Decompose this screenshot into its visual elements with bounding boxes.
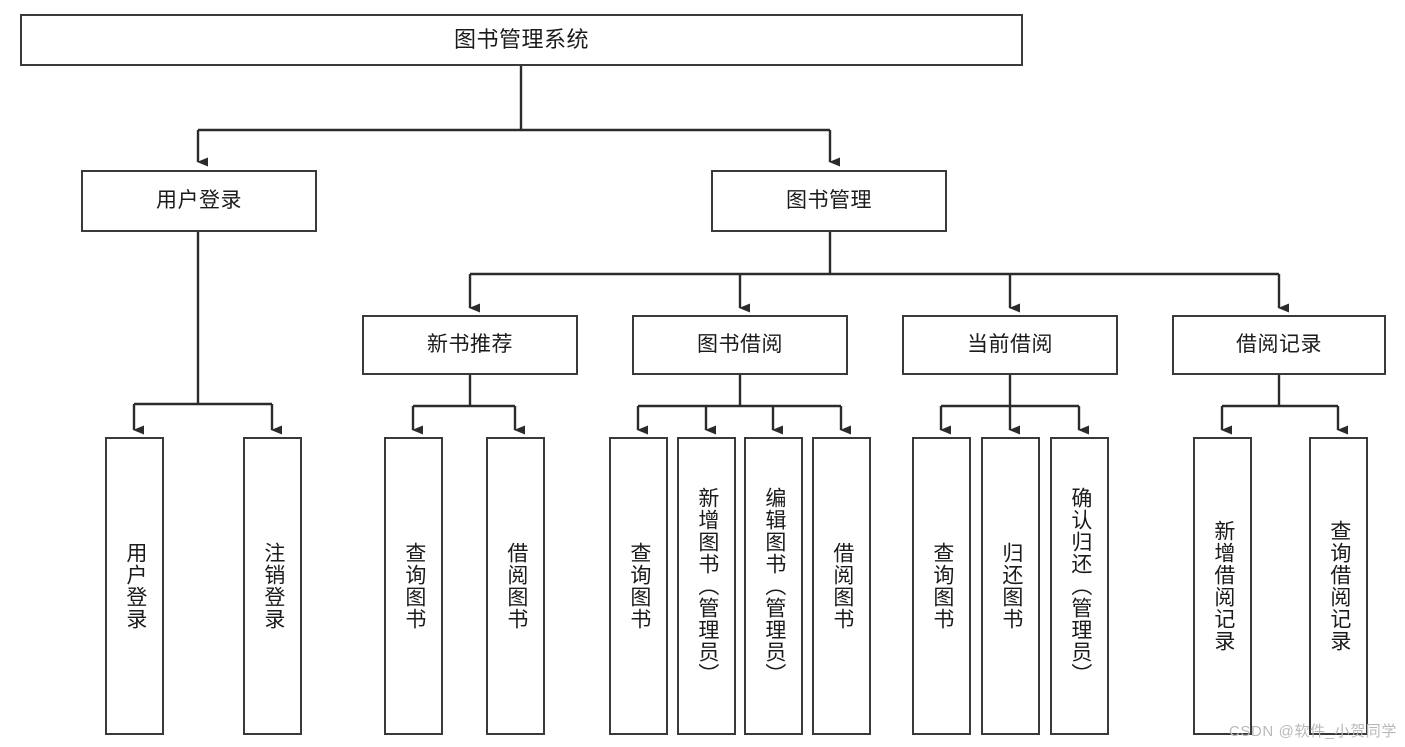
node-label: 新增借阅记录: [1211, 520, 1235, 652]
node-label: 用户登录: [123, 542, 147, 630]
node-label: 编辑图书（管理员）: [762, 487, 786, 685]
leaf-user-login[interactable]: 用户登录: [105, 437, 164, 735]
node-user-login[interactable]: 用户登录: [81, 170, 317, 232]
node-current-borrow[interactable]: 当前借阅: [902, 315, 1118, 375]
node-label: 图书借阅: [697, 333, 783, 357]
node-label: 借阅图书: [830, 542, 854, 630]
node-label: 查询图书: [930, 542, 954, 630]
leaf-query-book-borrow[interactable]: 查询图书: [609, 437, 668, 735]
leaf-query-borrow-record[interactable]: 查询借阅记录: [1309, 437, 1368, 735]
leaf-query-book-current[interactable]: 查询图书: [912, 437, 971, 735]
node-label: 新书推荐: [427, 333, 513, 357]
leaf-logout[interactable]: 注销登录: [243, 437, 302, 735]
leaf-return-book[interactable]: 归还图书: [981, 437, 1040, 735]
node-book-management[interactable]: 图书管理: [711, 170, 947, 232]
node-label: 归还图书: [999, 542, 1023, 630]
node-new-book-recommend[interactable]: 新书推荐: [362, 315, 578, 375]
node-label: 注销登录: [261, 542, 285, 630]
node-label: 新增图书（管理员）: [695, 487, 719, 685]
leaf-confirm-return-admin[interactable]: 确认归还（管理员）: [1050, 437, 1109, 735]
leaf-edit-book-admin[interactable]: 编辑图书（管理员）: [744, 437, 803, 735]
watermark: CSDN @软件_小贺同学: [1228, 723, 1397, 740]
node-label: 查询图书: [627, 542, 651, 630]
node-label: 借阅记录: [1236, 333, 1322, 357]
node-label: 用户登录: [156, 189, 242, 213]
leaf-add-book-admin[interactable]: 新增图书（管理员）: [677, 437, 736, 735]
node-label: 图书管理系统: [453, 26, 589, 52]
node-label: 图书管理: [786, 189, 872, 213]
leaf-borrow-book[interactable]: 借阅图书: [812, 437, 871, 735]
node-borrow-records[interactable]: 借阅记录: [1172, 315, 1386, 375]
node-label: 查询图书: [402, 542, 426, 630]
leaf-add-borrow-record[interactable]: 新增借阅记录: [1193, 437, 1252, 735]
leaf-borrow-book-recommend[interactable]: 借阅图书: [486, 437, 545, 735]
node-root-system[interactable]: 图书管理系统: [20, 14, 1023, 66]
node-label: 确认归还（管理员）: [1068, 487, 1092, 685]
node-label: 查询借阅记录: [1327, 520, 1351, 652]
node-book-borrow[interactable]: 图书借阅: [632, 315, 848, 375]
leaf-query-book-recommend[interactable]: 查询图书: [384, 437, 443, 735]
node-label: 借阅图书: [504, 542, 528, 630]
node-label: 当前借阅: [967, 333, 1053, 357]
